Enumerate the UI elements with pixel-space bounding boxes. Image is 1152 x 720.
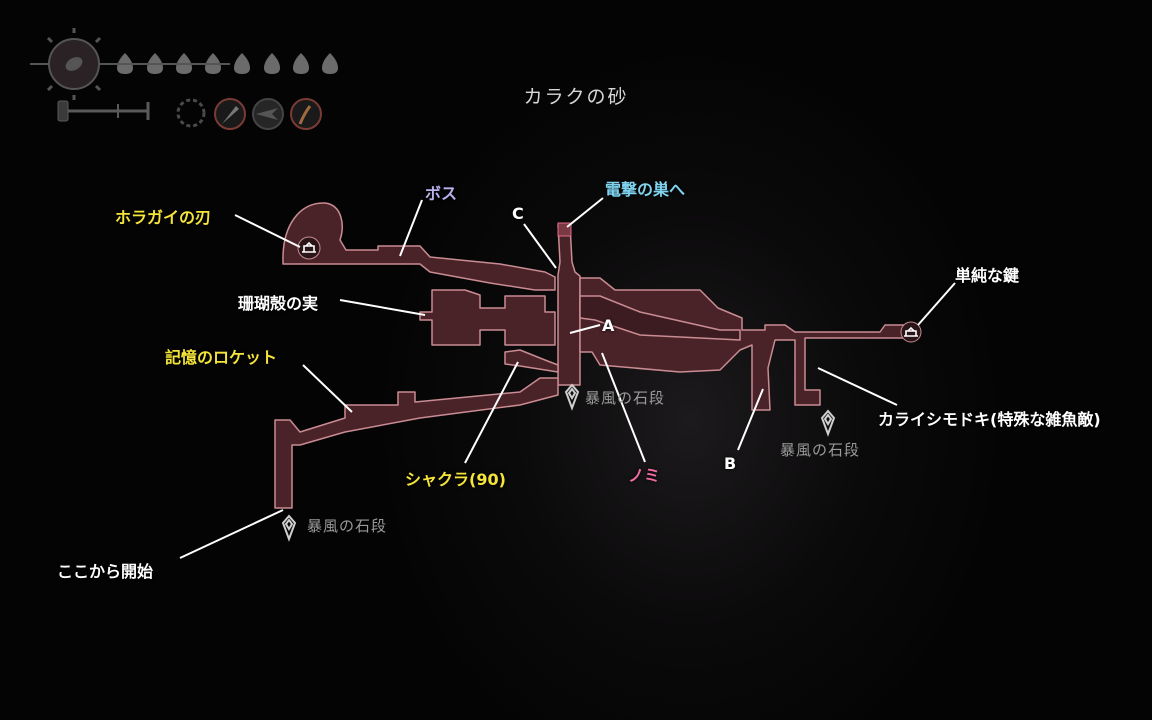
map-shaft-center xyxy=(557,224,581,386)
label-shakura: シャクラ(90) xyxy=(405,470,506,489)
map-room-lower-corridor xyxy=(274,377,559,509)
label-horagai-blade: ホラガイの刃 xyxy=(115,208,212,227)
tool-wind-icon[interactable] xyxy=(252,98,284,130)
label-simple-key: 単純な鍵 xyxy=(955,266,1020,285)
health-mask-icon xyxy=(234,53,250,74)
tool-bell-icon[interactable] xyxy=(290,98,322,130)
map-room-shakura-ledge xyxy=(504,349,559,373)
place-stairs-right: 暴風の石段 xyxy=(780,441,861,459)
label-a: A xyxy=(602,316,615,335)
simple-key-icon[interactable] xyxy=(900,321,922,343)
stairs-marker-icon xyxy=(564,383,580,411)
tool-dagger-icon[interactable] xyxy=(214,98,246,130)
label-start-here: ここから開始 xyxy=(57,562,154,581)
stairs-marker-icon xyxy=(281,514,297,542)
label-coral-fruit: 珊瑚殻の実 xyxy=(238,294,319,313)
area-title: カラクの砂 xyxy=(523,86,629,108)
silk-spool-icon xyxy=(57,100,150,122)
map-room-coral-fruit xyxy=(419,289,556,346)
map-room-boss-corridor xyxy=(282,202,556,291)
soul-vessel-icon xyxy=(30,28,102,100)
bench-icon[interactable] xyxy=(297,236,321,260)
stairs-marker-icon xyxy=(820,409,836,437)
health-mask-icon xyxy=(293,53,309,74)
label-flea: ノミ xyxy=(628,466,661,485)
map-room-upper-right-pocket xyxy=(579,295,741,341)
map-room-right-corridor xyxy=(579,277,906,411)
label-boss: ボス xyxy=(425,184,458,203)
label-memory-locket: 記憶のロケット xyxy=(165,348,278,367)
annotation-lines xyxy=(179,197,956,559)
label-c: C xyxy=(512,204,524,223)
label-to-electric-nest: 電撃の巣へ xyxy=(605,180,686,199)
health-masks xyxy=(100,53,338,74)
label-b: B xyxy=(724,454,737,473)
place-stairs-center: 暴風の石段 xyxy=(585,389,666,407)
health-mask-icon xyxy=(264,53,280,74)
place-stairs-left: 暴風の石段 xyxy=(307,517,388,535)
label-karaishi-modoki: カライシモドキ(特殊な雑魚敵) xyxy=(878,410,1101,429)
crest-icon xyxy=(176,98,206,128)
health-mask-icon xyxy=(322,53,338,74)
